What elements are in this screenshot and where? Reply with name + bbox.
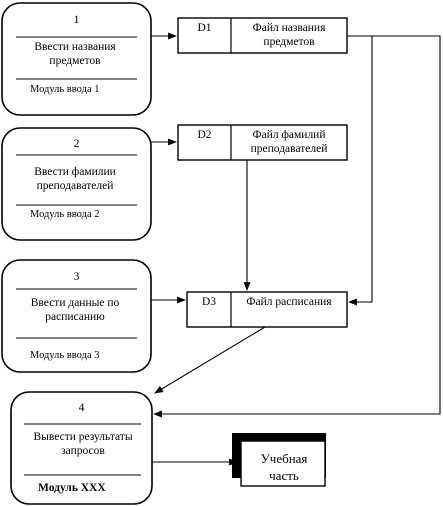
process-3-module: Модуль ввода 3 <box>30 350 100 361</box>
process-3-number: 3 <box>73 271 80 283</box>
process-4-title: Вывести результаты запросов <box>33 431 133 457</box>
store-d1-id: D1 <box>197 22 212 34</box>
process-3-box <box>1 259 152 373</box>
external-entity-name: Учебная часть <box>260 451 308 483</box>
process-1-module: Модуль ввода 1 <box>30 84 100 95</box>
store-d2-name: Файл фамилий преподавателей <box>250 129 328 155</box>
flow-d3-to-p4 <box>154 326 266 394</box>
data-store-d2 <box>177 124 348 161</box>
store-d1-name: Файл названия предметов <box>252 22 326 48</box>
data-store-d1 <box>177 17 348 54</box>
flow-d1-to-p4 <box>153 35 441 418</box>
store-d3-id: D3 <box>201 296 217 308</box>
flow-d1-to-d3 <box>347 35 373 306</box>
process-4-box <box>10 391 153 505</box>
process-1-number: 1 <box>73 14 80 26</box>
process-3-title: Ввести данные по расписанию <box>30 297 120 323</box>
process-1-box <box>1 2 152 116</box>
store-d2-id: D2 <box>197 129 212 141</box>
process-2-number: 2 <box>73 138 80 150</box>
process-4-number: 4 <box>78 402 85 414</box>
process-1-title: Ввести названия предметов <box>34 41 116 67</box>
external-entity-box <box>232 433 326 487</box>
process-2-module: Модуль ввода 2 <box>30 209 100 220</box>
store-d3-name: Файл расписания <box>246 296 332 308</box>
process-2-box <box>1 127 152 241</box>
process-4-module: Модуль XXX <box>38 482 106 494</box>
data-store-d3 <box>186 291 348 328</box>
process-2-title: Ввести фамилии преподавателей <box>34 166 116 192</box>
